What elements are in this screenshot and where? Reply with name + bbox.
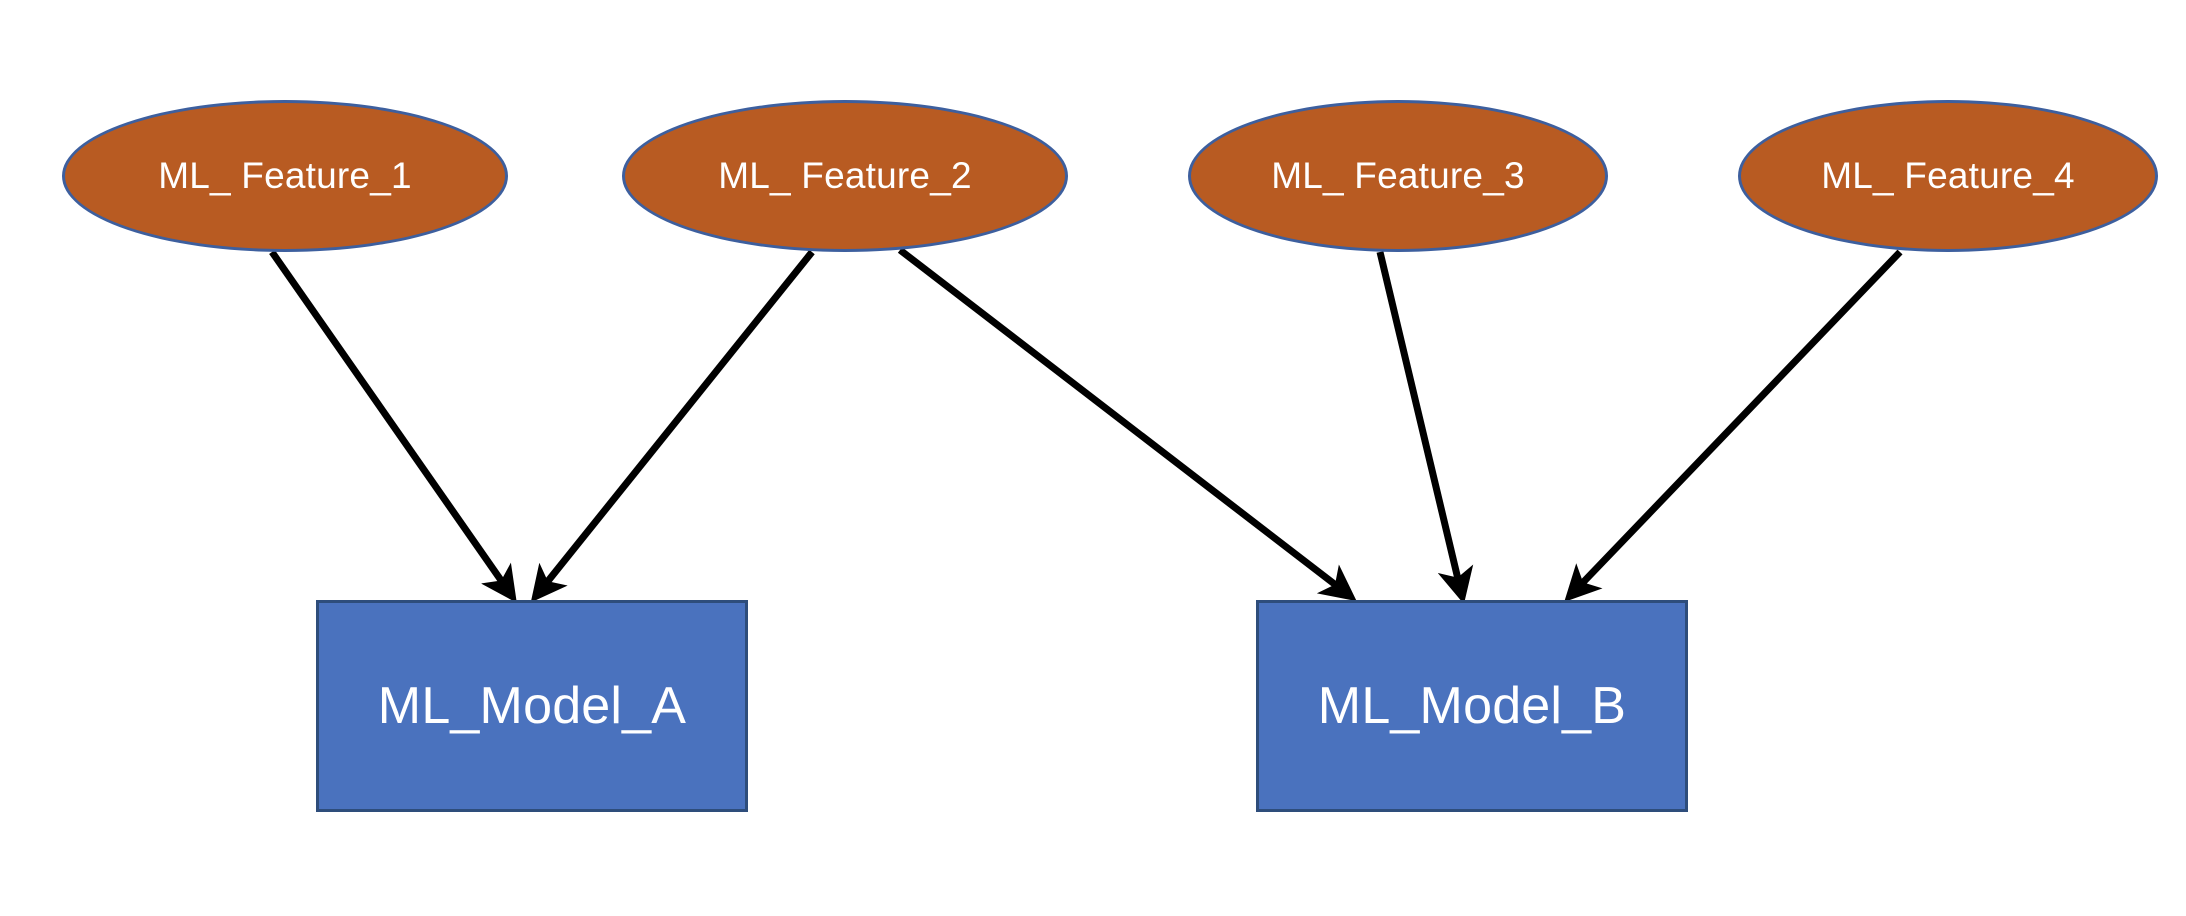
feature-node-2-label: ML_ Feature_2 (718, 155, 972, 196)
edge-f2-to-mB (897, 247, 1357, 602)
edge-f1-to-mA (269, 249, 517, 603)
feature-node-3[interactable]: ML_ Feature_3 (1188, 100, 1608, 252)
model-node-a[interactable]: ML_Model_A (316, 600, 748, 812)
model-node-b[interactable]: ML_Model_B (1256, 600, 1688, 812)
model-node-b-label: ML_Model_B (1317, 677, 1627, 735)
edge-f2-to-mA (530, 249, 815, 603)
feature-node-1-label: ML_ Feature_1 (158, 155, 412, 196)
edge-f3-to-mB (1376, 251, 1474, 605)
feature-node-4-label: ML_ Feature_4 (1821, 155, 2075, 196)
feature-node-3-label: ML_ Feature_3 (1271, 155, 1525, 196)
feature-node-2[interactable]: ML_ Feature_2 (622, 100, 1068, 252)
model-node-a-label: ML_Model_A (377, 677, 687, 735)
feature-node-1[interactable]: ML_ Feature_1 (62, 100, 508, 252)
feature-node-4[interactable]: ML_ Feature_4 (1738, 100, 2158, 252)
edge-f4-to-mB (1564, 249, 1903, 603)
